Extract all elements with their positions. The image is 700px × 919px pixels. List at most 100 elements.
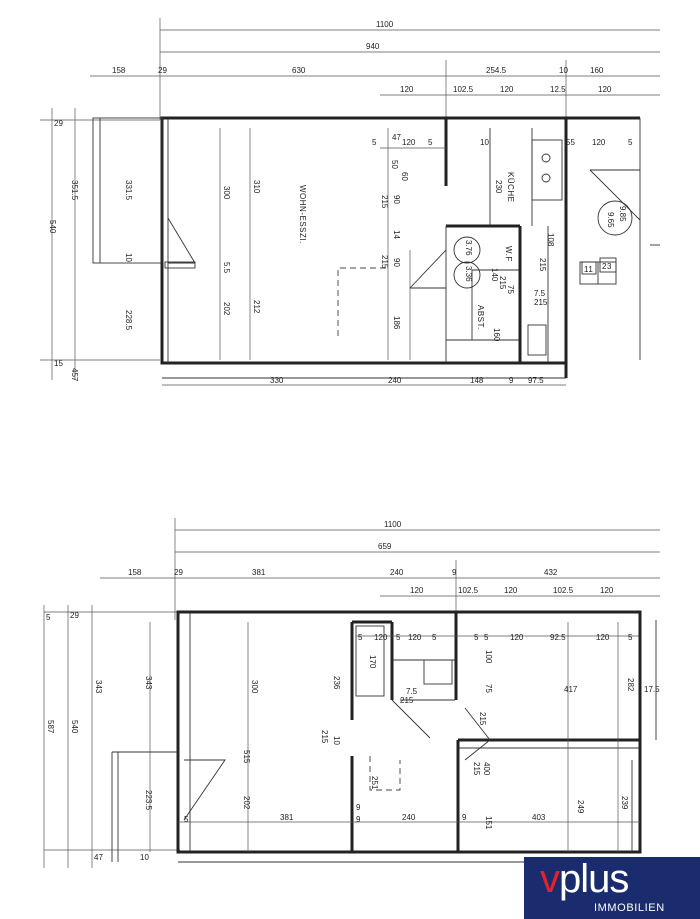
dim-b-inner-120a: 120: [408, 633, 422, 642]
dim-b-inner-215d: 215: [472, 762, 481, 776]
dim-b-bottom-9b: 9: [462, 813, 467, 822]
room-label-wf: W.F: [504, 246, 513, 262]
dim-left-15: 15: [54, 359, 63, 368]
dim-b-left-343b: 343: [144, 676, 153, 690]
dim-b-inner-75a: 7.5: [406, 687, 418, 696]
vplus-logo: vplus IMMOBILIEN: [524, 857, 700, 919]
logo-brand-plus: plus: [559, 857, 629, 901]
room-label-abst: ABST.: [476, 305, 485, 330]
dim-b-inner-300: 300: [250, 680, 259, 694]
dim-inner-215d: 215: [498, 276, 507, 290]
dim-b-left-47: 47: [94, 853, 103, 862]
dim-b-inner-215a: 215: [400, 696, 414, 705]
dim-inner-5c: 5: [628, 138, 633, 147]
dim-inner-5b: 5: [428, 138, 433, 147]
dim-top-120b: 120: [500, 85, 514, 94]
dim-b-top-158: 158: [128, 568, 142, 577]
dim-b-inner-100: 100: [484, 650, 493, 664]
dim-b-bottom-9a: 9: [356, 803, 361, 812]
dim-b-top-1025a: 102.5: [458, 586, 479, 595]
dim-inner-300: 300: [222, 186, 231, 200]
dim-bottom-9: 9: [509, 376, 514, 385]
room-label-kitchen: KÜCHE: [506, 172, 515, 203]
dim-b-inner-5d: 5: [484, 633, 489, 642]
dim-b-inner-417: 417: [564, 685, 578, 694]
unit-number-11: 11: [584, 265, 593, 274]
dim-bottom-330: 330: [270, 376, 284, 385]
dim-top-10: 10: [559, 66, 568, 75]
dim-inner-215c: 215: [534, 298, 548, 307]
dim-bottom-975: 97.5: [528, 376, 544, 385]
dim-b-top-240: 240: [390, 568, 404, 577]
dim-inner-120b: 120: [592, 138, 606, 147]
dim-b-inner-5e: 5: [628, 633, 633, 642]
dim-b-inner-925: 92.5: [550, 633, 566, 642]
dim-left-540: 540: [48, 220, 57, 234]
dim-bottom-148: 148: [470, 376, 484, 385]
dim-left-10: 10: [124, 253, 133, 262]
dim-b-inner-120b: 120: [510, 633, 524, 642]
dim-inner-55: 5.5: [222, 262, 231, 274]
dim-b-top-29: 29: [174, 568, 183, 577]
dim-b-top-120a: 120: [410, 586, 424, 595]
dim-b-inner-5b: 5: [432, 633, 437, 642]
dim-inner-60: 60: [400, 172, 409, 181]
dim-inner-90b: 90: [392, 258, 401, 267]
dim-inner-215e: 215: [538, 258, 547, 272]
dim-b-left-2235: 223.5: [144, 790, 153, 811]
dim-left-2285: 228.5: [124, 310, 133, 331]
dim-inner-5a: 5: [372, 138, 377, 147]
dim-b-left-343a: 343: [94, 680, 103, 694]
dim-b-inner-175: 17.5: [644, 685, 660, 694]
dim-b-left-540: 540: [70, 720, 79, 734]
top-plan-labels: 1100 940 158 29 630 254.5 10 160 120 102…: [48, 20, 633, 385]
dim-b-inner-239: 239: [620, 796, 629, 810]
dim-b-top-659: 659: [378, 542, 392, 551]
dim-b-inner-202: 202: [242, 796, 251, 810]
dim-b-inner-5f: 5: [358, 633, 363, 642]
dim-left-457: 457: [70, 368, 79, 382]
dim-b-top-1100: 1100: [384, 520, 402, 529]
dim-b-top-9: 9: [452, 568, 457, 577]
dim-b-inner-75b: 75: [484, 684, 493, 693]
dim-b-left-587: 587: [46, 720, 55, 734]
dim-b-inner-120d: 120: [374, 633, 388, 642]
dim-left-3315: 331.5: [124, 180, 133, 201]
dim-b-inner-249: 249: [576, 800, 585, 814]
dim-b-inner-5c: 5: [474, 633, 479, 642]
dim-b-inner-5g: 5: [184, 815, 189, 824]
dim-inner-230: 230: [494, 180, 503, 194]
dim-inner-160: 160: [492, 328, 501, 342]
dim-inner-186: 186: [392, 316, 401, 330]
room-label-living: WOHN-ESSZI.: [298, 185, 307, 244]
dim-b-left-29: 29: [70, 611, 79, 620]
dim-inner-212: 212: [252, 300, 261, 314]
dim-b-top-120c: 120: [600, 586, 614, 595]
bottom-floor-plan: [43, 518, 660, 868]
dim-b-inner-5a: 5: [396, 633, 401, 642]
top-floor-plan: [40, 18, 660, 386]
dim-top-1025: 102.5: [453, 85, 474, 94]
dim-b-top-432: 432: [544, 568, 558, 577]
unit-number-23: 23: [602, 262, 612, 271]
dim-top-1100: 1100: [376, 20, 394, 29]
dim-top-160: 160: [590, 66, 604, 75]
dim-inner-215a: 215: [380, 195, 389, 209]
dim-b-inner-120c: 120: [596, 633, 610, 642]
dim-inner-140: 140: [490, 268, 499, 282]
dim-inner-47: 47: [392, 133, 401, 142]
dim-b-inner-236: 236: [332, 676, 341, 690]
dim-top-2545: 254.5: [486, 66, 507, 75]
dim-b-inner-215b: 215: [320, 730, 329, 744]
dim-b-inner-251: 251: [370, 776, 379, 790]
dim-b-inner-400: 400: [482, 762, 491, 776]
area-336: 3.36: [464, 266, 473, 282]
dim-b-inner-515: 515: [242, 750, 251, 764]
dim-b-top-120b: 120: [504, 586, 518, 595]
dim-top-158: 158: [112, 66, 126, 75]
dim-b-top-1025b: 102.5: [553, 586, 574, 595]
dim-inner-10: 10: [480, 138, 489, 147]
dim-b-inner-170: 170: [368, 655, 377, 669]
area-965: 9.65: [606, 212, 615, 228]
